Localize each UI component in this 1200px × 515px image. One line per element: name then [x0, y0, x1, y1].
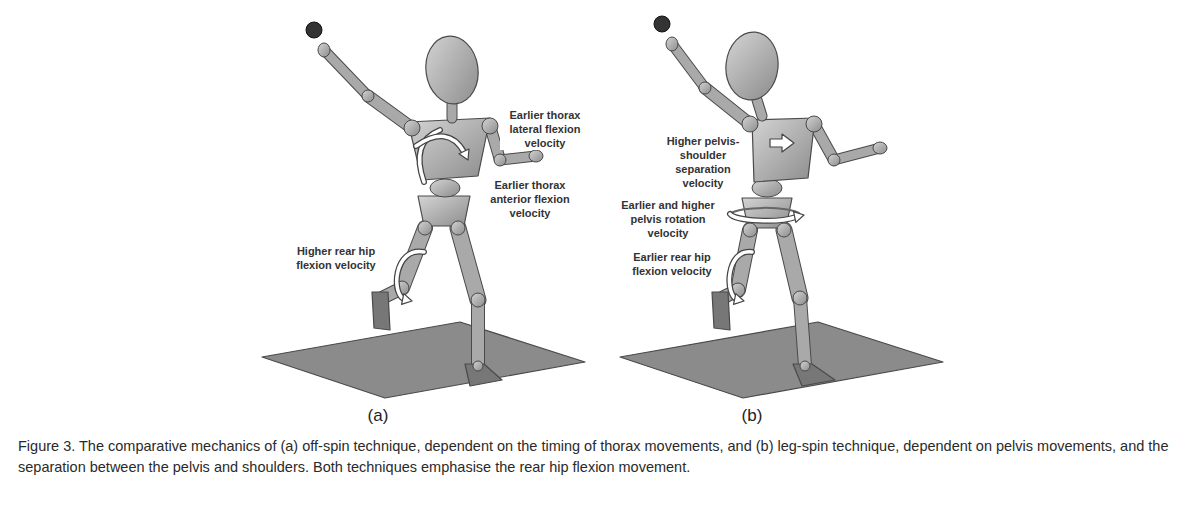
- hip-flexion-arrow: [729, 252, 752, 300]
- joint: [828, 154, 840, 166]
- joint: [404, 120, 420, 136]
- joint: [777, 223, 791, 237]
- annotation-label: Earlier and higher pelvis rotation veloc…: [615, 198, 721, 240]
- neck: [757, 100, 762, 116]
- arrow-head: [734, 294, 744, 305]
- rear-thigh: [738, 230, 750, 290]
- front-thigh: [784, 230, 800, 298]
- front-foot: [793, 364, 835, 386]
- cricket-ball: [306, 22, 322, 38]
- upper-arm: [705, 88, 750, 124]
- annotation-label: Earlier thorax anterior flexion velocity: [483, 178, 577, 220]
- rear-thigh: [738, 230, 750, 290]
- neck: [757, 100, 762, 116]
- front-shin: [800, 298, 805, 366]
- mannequin: [262, 22, 585, 398]
- front-thigh: [784, 230, 800, 298]
- joint: [742, 116, 758, 132]
- annotation-label: Higher pelvis-shoulder separation veloci…: [660, 134, 746, 190]
- hip-flexion-arrow: [397, 252, 424, 300]
- chest: [752, 118, 815, 182]
- rotation-arrow-back: [730, 208, 800, 214]
- hand: [873, 142, 887, 154]
- hand: [318, 43, 330, 57]
- panel-label: (a): [358, 406, 398, 426]
- abdomen: [430, 179, 460, 197]
- joint: [793, 291, 807, 305]
- annotation-label: Earlier thorax lateral flexion velocity: [500, 108, 590, 150]
- forearm: [324, 50, 368, 96]
- forearm: [672, 44, 705, 88]
- annotation-label: Earlier rear hip flexion velocity: [623, 250, 721, 278]
- front-thigh: [458, 228, 478, 300]
- front-shin: [471, 300, 485, 366]
- rotation-arrow: [730, 214, 796, 221]
- arrow-head: [459, 149, 469, 160]
- annotation-label: Higher rear hip flexion velocity: [288, 244, 384, 272]
- joint: [471, 293, 485, 307]
- cricket-ball: [654, 16, 670, 32]
- panel-label: (b): [732, 406, 772, 426]
- lateral-flexion-arrow: [416, 136, 464, 152]
- arrow-head: [402, 294, 412, 305]
- hand: [666, 37, 678, 51]
- arrow-head: [794, 212, 804, 223]
- joint: [451, 221, 465, 235]
- joint: [362, 90, 374, 102]
- front-thigh: [458, 228, 478, 300]
- joint: [699, 82, 711, 94]
- upper-arm: [705, 88, 750, 124]
- figure-caption: Figure 3. The comparative mechanics of (…: [18, 436, 1188, 478]
- lateral-flexion-arrow: [416, 136, 464, 152]
- front-foot: [465, 364, 502, 386]
- joint: [482, 118, 498, 134]
- front-shin: [472, 300, 484, 366]
- joint: [494, 154, 506, 166]
- head: [723, 29, 782, 102]
- head: [422, 33, 483, 108]
- rear-foot: [372, 292, 390, 330]
- front-shin: [800, 298, 805, 366]
- ground-plane: [262, 322, 585, 398]
- hand: [529, 150, 543, 162]
- rotation-arrow: [730, 214, 796, 221]
- joint: [418, 221, 432, 235]
- joint: [473, 361, 483, 371]
- rear-foot: [712, 292, 730, 330]
- forearm: [324, 50, 368, 96]
- joint: [743, 223, 757, 237]
- separation-arrow: [770, 134, 794, 152]
- forearm: [672, 44, 705, 88]
- ground-plane: [620, 322, 943, 398]
- hip-flexion-arrow: [397, 252, 424, 300]
- joint: [800, 361, 810, 371]
- hip-flexion-arrow: [729, 252, 752, 300]
- joint: [806, 116, 822, 132]
